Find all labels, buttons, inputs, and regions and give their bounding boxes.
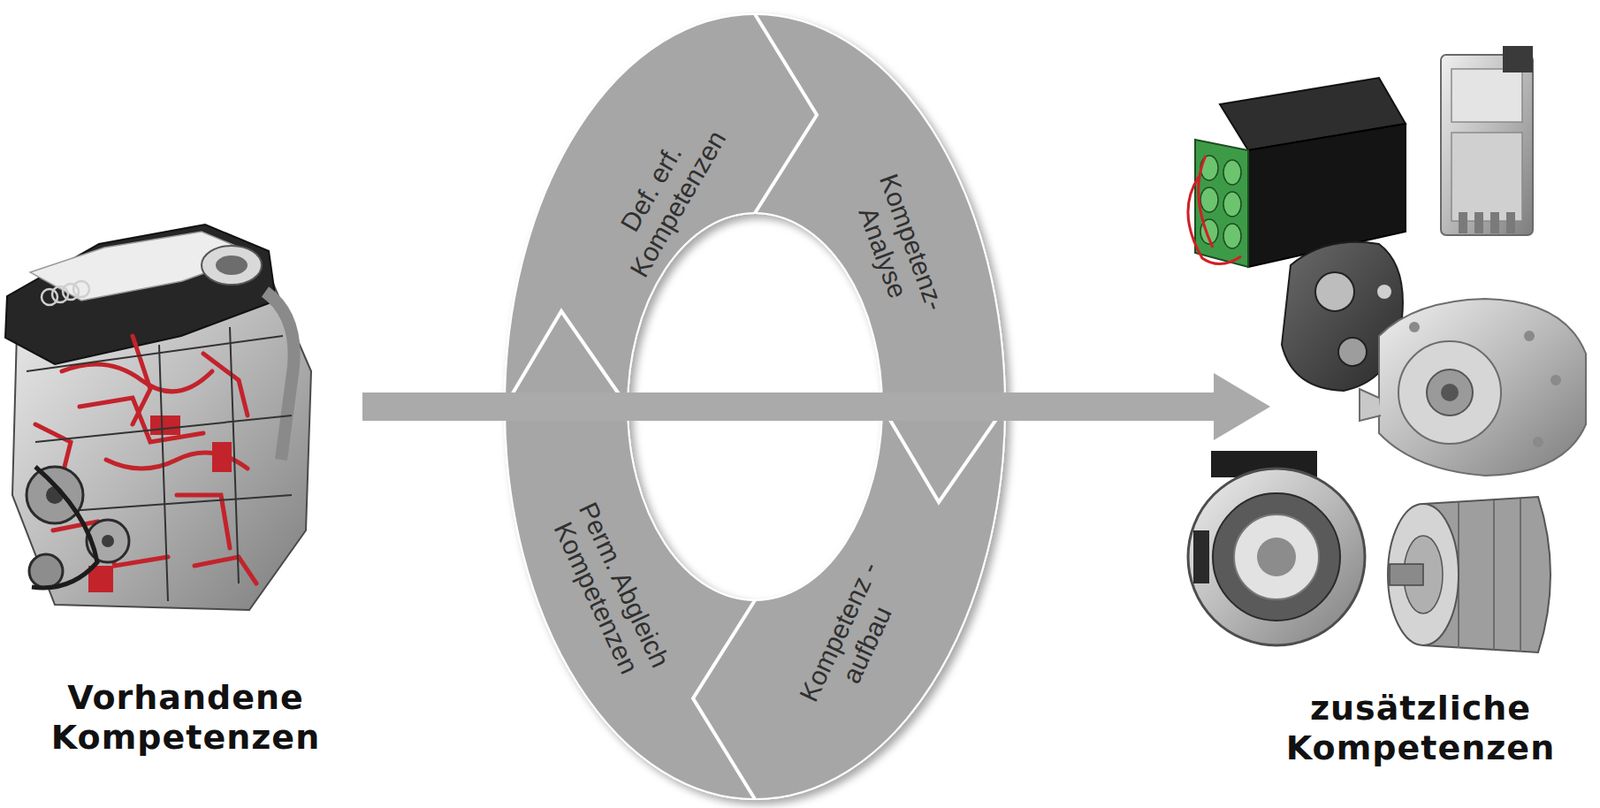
control-unit-part [1506,212,1516,234]
combustion-engine-part [73,281,90,298]
rotor-part [1458,498,1521,652]
combustion-engine-part [62,283,79,300]
combustion-engine-part [201,245,262,285]
combustion-engine-part [203,353,248,416]
cycle-ring-part [754,14,817,214]
gearbox-housing-part [1315,272,1355,312]
electric-motor-part [1523,330,1535,342]
rotor-part [1389,563,1424,586]
electric-motor-part [1359,388,1381,421]
battery-module-part [1200,187,1219,213]
electric-motor-part [1409,321,1420,333]
clutch-module [1188,450,1365,646]
control-unit-part [1458,212,1516,234]
electric-motor-part [1409,321,1562,448]
cycle-step: Kompetenz- Analyse [838,153,956,342]
battery-module-part [1198,155,1213,248]
combustion-engine-part [31,466,98,588]
combustion-engine-part [30,231,257,301]
combustion-engine-part [212,441,232,473]
battery-module [1188,77,1406,267]
combustion-engine-part [265,291,295,460]
rotor-part [1519,498,1522,652]
step-label: Kompetenz -aufbau [787,545,918,732]
gearbox-housing-part [1377,284,1392,299]
electric-motor-part [1532,436,1544,448]
control-unit-part [1458,212,1468,234]
clutch-module-part [1188,468,1365,646]
control-unit-part [1490,212,1500,234]
cycle-ring-part [882,406,1006,503]
control-unit-part [1502,45,1533,73]
cycle-step: Kompetenz -aufbau [787,545,918,732]
step-label: Kompetenz- Analyse [838,153,956,342]
clutch-module-part [1257,537,1296,577]
control-unit [1440,45,1533,236]
step-label: Def. erf. Kompetenzen [594,104,736,289]
combustion-engine-part [41,289,58,305]
gearbox-housing-part [1338,337,1367,366]
rotor-part [1493,500,1495,650]
cycle-step: Def. erf. Kompetenzen [594,104,736,289]
combustion-engine-part [35,335,257,584]
electric-motor-part [1426,369,1473,416]
combustion-engine-part [150,415,181,435]
control-unit-part [1440,54,1533,236]
electric-motor-part [1379,298,1586,476]
cycle-ring-part [504,311,628,407]
flow-arrow [362,373,1271,441]
competence-group: zusätzliche Kompetenzen [1270,70,1571,770]
control-unit-part [1451,68,1523,122]
cycle-ring-part [693,600,755,800]
battery-module-part [1223,223,1242,249]
combustion-engine-part [159,344,168,602]
combustion-engine-part [101,534,115,548]
combustion-engine-part [29,554,63,588]
group-heading: zusätzliche Kompetenzen [1270,688,1571,770]
competence-group: Vorhandene Kompetenzen [8,219,363,759]
combustion-engine-part [229,327,239,584]
combustion-engine-part [52,286,69,303]
control-unit-part [1474,212,1484,234]
combustion-engine-part [215,255,248,275]
clutch-module-part [1212,493,1341,621]
battery-module-part [1223,160,1242,185]
clutch-module-part [1193,530,1210,584]
control-unit-part [1451,132,1523,221]
rotor-part [1387,503,1459,646]
rotor [1387,496,1551,653]
electric-motor-part [1440,383,1459,402]
step-label: Perm. Abgleich Kompetenzen [540,487,680,694]
combustion-engine-part [35,415,292,442]
battery-module-part [1195,139,1249,267]
combustion-engine-part [26,327,292,602]
electric-motor-part [1550,374,1562,386]
combustion-engine-part [26,335,283,372]
cycle-step: Perm. Abgleich Kompetenzen [540,487,680,694]
electric-motor-part [1398,341,1501,444]
combustion-engine-part [132,335,151,425]
combustion-engine-part [61,364,213,392]
combustion-engine-part [194,556,257,584]
combustion-engine [5,224,312,610]
electric-motor [1359,298,1586,476]
group-heading: Vorhandene Kompetenzen [8,678,363,759]
clutch-module-part [1234,514,1319,600]
combustion-engine-part [26,466,84,524]
battery-module-part [1188,176,1242,265]
battery-module-part [1223,191,1242,217]
